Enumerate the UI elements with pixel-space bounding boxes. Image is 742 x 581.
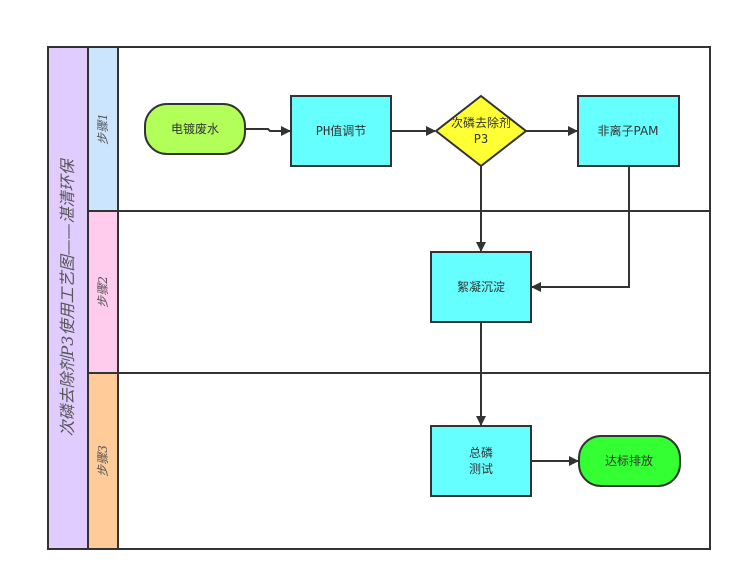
ph-label: PH值调节 <box>316 123 366 138</box>
pool-title: 次磷去除剂P3使用工艺图——湛清环保 <box>58 158 77 437</box>
ph-process-shape <box>290 95 392 167</box>
end-label: 达标排放 <box>605 453 653 468</box>
test-label-line-1: 总磷 <box>469 445 493 460</box>
pam-process-shape <box>577 95 680 167</box>
pam-label: 非离子PAM <box>597 123 658 138</box>
test-label-line-2: 测试 <box>469 461 493 476</box>
end-terminator-shape <box>578 435 681 487</box>
start-label: 电镀废水 <box>171 121 219 136</box>
node-end[interactable]: 达标排放 <box>578 435 681 487</box>
node-start[interactable]: 电镀废水 <box>144 103 246 155</box>
node-p3-decision[interactable]: 次磷去除剂 P3 <box>434 94 528 168</box>
pool-title-band <box>47 46 89 550</box>
connectors <box>245 126 630 466</box>
start-terminator-shape <box>144 103 246 155</box>
floc-label: 絮凝沉淀 <box>457 279 505 294</box>
edge-start-to-ph <box>245 126 291 136</box>
p3-label-line-2: P3 <box>474 132 488 146</box>
node-ph-adjust[interactable]: PH值调节 <box>290 95 392 167</box>
lane-2-body <box>117 210 711 374</box>
node-pam[interactable]: 非离子PAM <box>577 95 680 167</box>
lane-3-label: 步骤3 <box>96 445 110 477</box>
test-process-shape <box>430 425 532 497</box>
p3-decision-shape <box>434 94 528 168</box>
node-flocculation[interactable]: 絮凝沉淀 <box>430 251 532 323</box>
node-phosphorus-test[interactable]: 总磷 测试 <box>430 425 532 497</box>
lane-2-label: 步骤2 <box>96 276 110 308</box>
floc-process-shape <box>430 251 532 323</box>
lane-1-label: 步骤1 <box>96 113 110 145</box>
edge-pam-to-floc <box>531 166 630 292</box>
p3-label-line-1: 次磷去除剂 <box>451 115 511 130</box>
